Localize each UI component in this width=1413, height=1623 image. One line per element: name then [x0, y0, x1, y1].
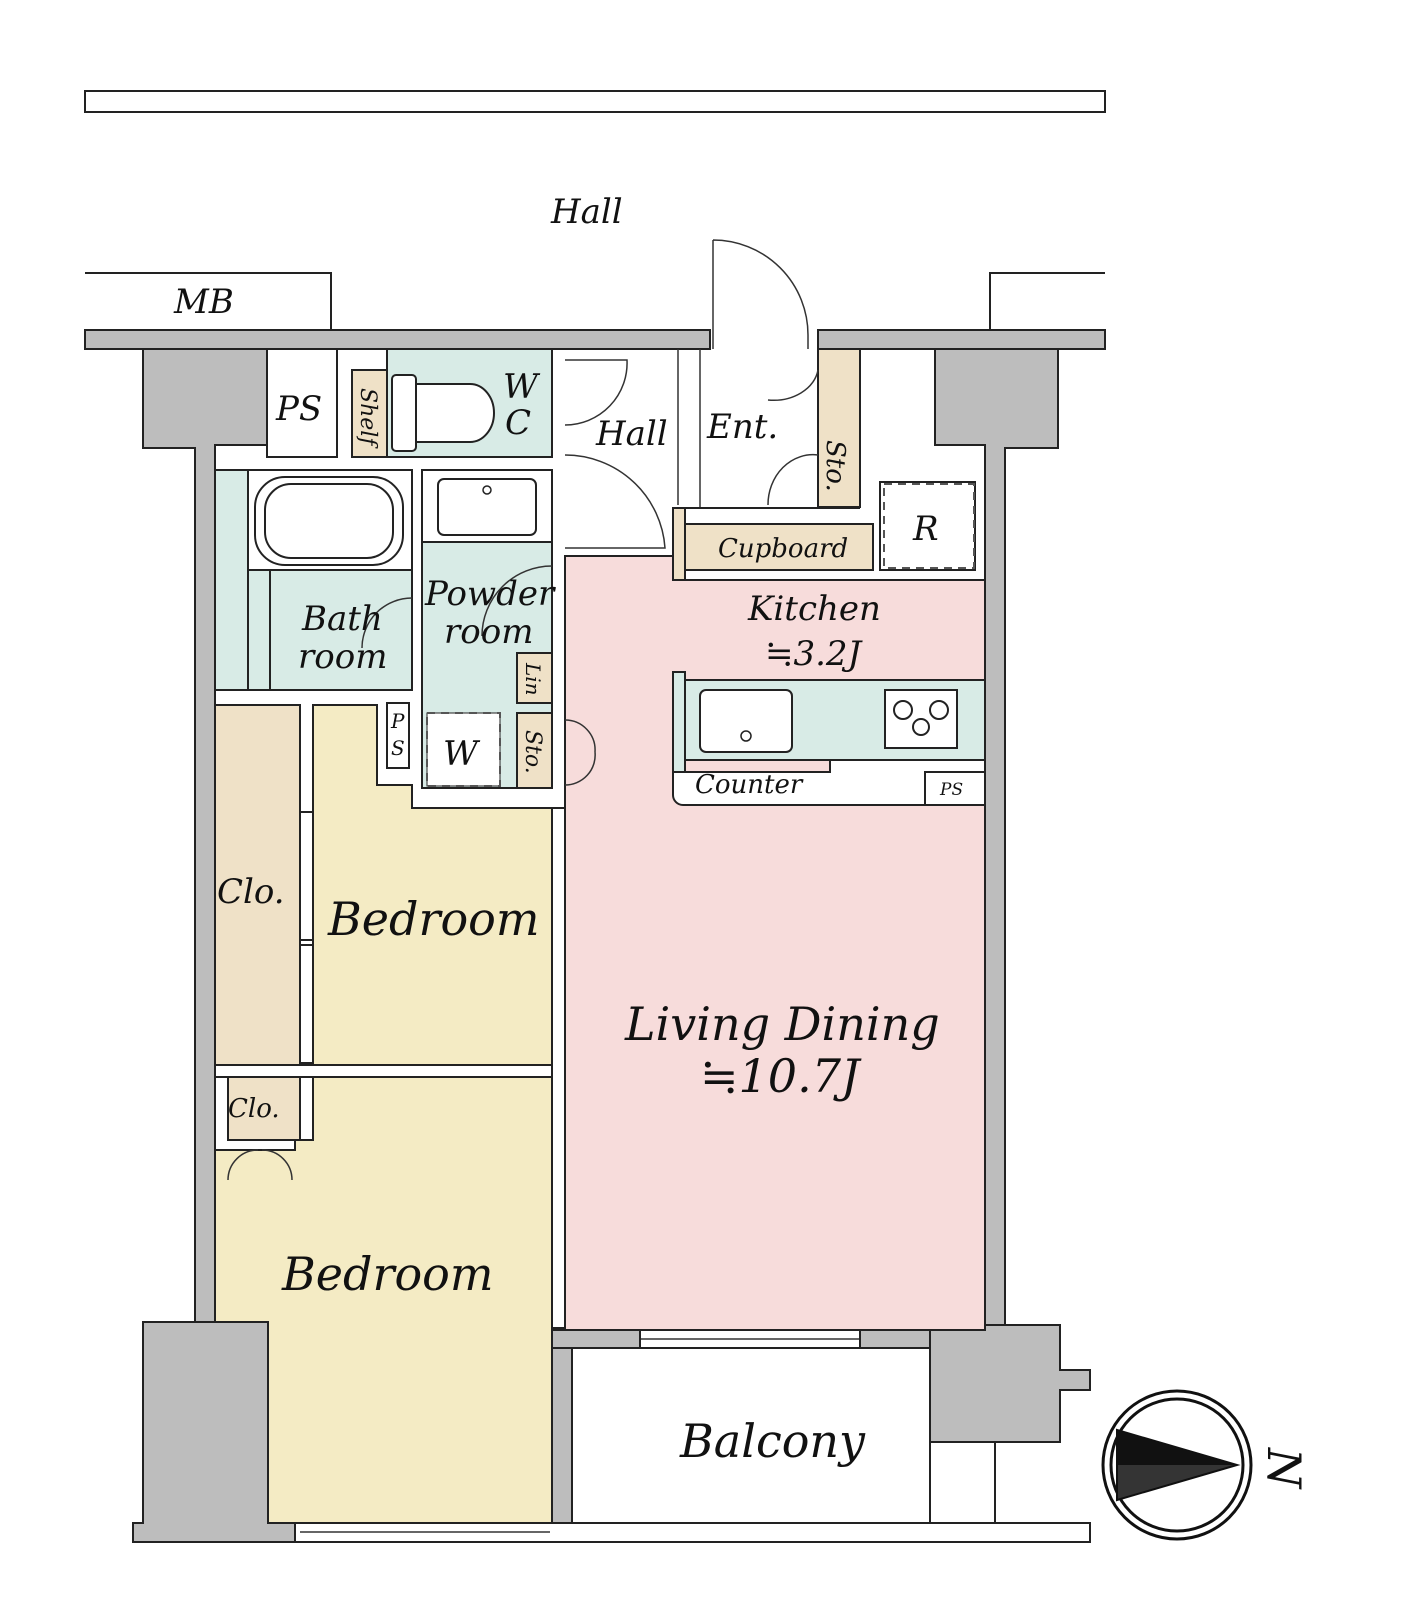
hall-door-1 — [564, 359, 628, 426]
top-wall-left — [84, 329, 711, 350]
label-closet-1: Clo. — [217, 872, 285, 912]
balcony — [571, 1347, 931, 1524]
label-storage-ent: Sto. — [820, 440, 850, 492]
linen-storage — [516, 652, 553, 704]
sink-drain — [740, 730, 752, 742]
label-ps-small-p: P — [390, 709, 405, 733]
washer-dash — [426, 712, 501, 787]
compass-needle-shade — [1117, 1465, 1237, 1500]
corridor-rail — [84, 90, 1106, 113]
entrance-door — [712, 239, 809, 349]
label-kitchen: Kitchen — [747, 589, 881, 629]
label-hall-inner: Hall — [595, 414, 668, 454]
label-wc-w: W — [503, 367, 541, 407]
toilet-bowl — [415, 383, 495, 443]
label-linen: Lin — [521, 662, 545, 696]
bath-door-swing — [361, 597, 413, 649]
burner-3 — [912, 718, 930, 736]
counter-edge — [672, 671, 686, 773]
label-balcony: Balcony — [679, 1414, 866, 1468]
pipe-space-top — [266, 348, 338, 458]
vanity-basin — [437, 478, 537, 536]
label-shelf: Shelf — [355, 388, 380, 449]
label-bath-1: Bath — [301, 599, 383, 639]
closet-2-doors — [227, 1149, 293, 1181]
label-bath-2: room — [298, 637, 387, 677]
bottom-rail — [294, 1522, 1091, 1543]
label-counter: Counter — [695, 770, 804, 800]
label-living-dining: Living Dining — [624, 997, 940, 1051]
closet-1-door-a — [299, 811, 314, 941]
bottom-wall-right — [859, 1329, 931, 1349]
label-mb: MB — [173, 282, 234, 322]
label-kitchen-size: ≒3.2J — [765, 634, 864, 674]
kitchen-sink — [699, 689, 793, 753]
meter-box-outline — [85, 272, 332, 330]
label-wc-c: C — [505, 403, 531, 443]
top-wall-right — [817, 329, 1106, 350]
bottom-wall-mid — [551, 1329, 641, 1349]
counter-pipe-space — [924, 771, 986, 806]
label-north: N — [1257, 1447, 1311, 1490]
balcony-side-wall — [551, 1347, 573, 1524]
mid-storage — [516, 712, 553, 789]
label-refrigerator: R — [912, 509, 939, 549]
label-living-size: ≒10.7J — [700, 1049, 862, 1103]
burner-1 — [893, 700, 913, 720]
label-ps-top: PS — [275, 389, 322, 429]
label-entrance: Ent. — [706, 407, 778, 447]
cupboard — [682, 523, 874, 571]
vanity-drain — [482, 485, 492, 495]
cupboard-edge — [672, 507, 686, 581]
label-closet-2: Clo. — [228, 1094, 280, 1124]
compass-needle-fill — [1117, 1430, 1237, 1465]
burner-2 — [929, 700, 949, 720]
label-ps-counter: PS — [939, 780, 963, 800]
toilet-tank — [391, 374, 417, 452]
shelf — [351, 369, 388, 458]
label-bedroom-1: Bedroom — [327, 892, 539, 946]
label-powder-1: Powder — [424, 574, 556, 614]
bathtub-inner — [264, 483, 394, 559]
label-cupboard: Cupboard — [718, 534, 848, 564]
label-bedroom-2: Bedroom — [281, 1247, 493, 1301]
pillar-bottom-right — [929, 1324, 1091, 1443]
entrance-storage — [817, 348, 861, 508]
counter-top — [672, 759, 986, 806]
hall-door-2 — [564, 454, 666, 549]
closet-1-door-b — [299, 944, 314, 1064]
label-hall-outer: Hall — [550, 192, 623, 232]
storage-door-3 — [564, 719, 596, 786]
pipe-space-small — [386, 702, 410, 769]
label-washer: W — [443, 734, 481, 774]
partition-wall — [551, 807, 566, 1329]
label-storage-mid: Sto. — [520, 730, 545, 774]
closet-2 — [227, 1076, 301, 1141]
powder-door-swing — [481, 565, 553, 637]
closet-1 — [214, 704, 301, 1071]
refrigerator-dash — [883, 483, 975, 569]
label-powder-2: room — [444, 612, 533, 652]
label-ps-small-s: S — [391, 736, 405, 760]
storage-door-1 — [767, 369, 819, 402]
bedroom-divider — [214, 1064, 566, 1078]
storage-door-2 — [767, 453, 819, 506]
right-alcove-outline — [989, 272, 1105, 330]
